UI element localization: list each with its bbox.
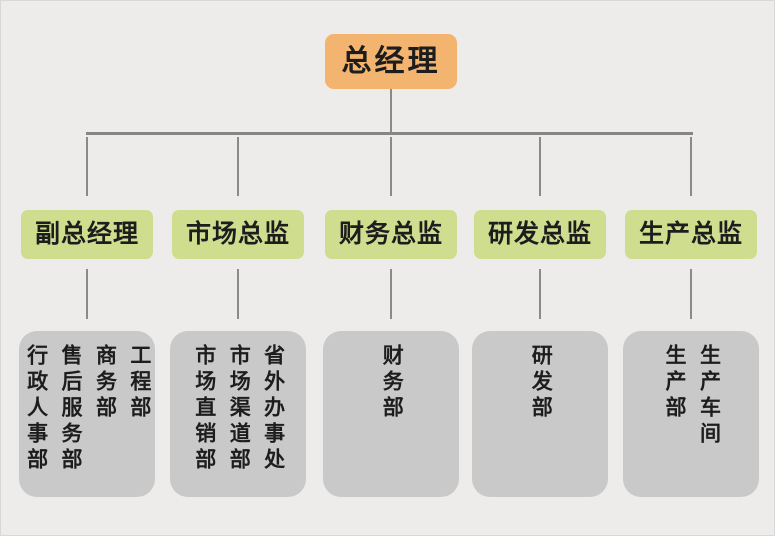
dept-item: 市场渠道部 [227, 344, 251, 474]
dept-item: 财务部 [380, 344, 404, 422]
dept-item: 生产车间 [697, 344, 721, 448]
manager-box-rnd-director: 研发总监 [474, 210, 606, 259]
dept-item: 生产部 [663, 344, 686, 422]
dept-list: 工程部 商务部 售后服务部 行政人事部 [20, 344, 154, 497]
connector-drop [539, 269, 541, 319]
manager-box-deputy-general-manager: 副总经理 [21, 210, 153, 259]
manager-box-finance-director: 财务总监 [325, 210, 457, 259]
dept-list: 省外办事处 市场渠道部 市场直销部 [188, 344, 287, 497]
connector-drop [390, 137, 392, 196]
dept-list: 财务部 [376, 344, 406, 497]
dept-item: 商务部 [93, 344, 117, 422]
manager-box-production-director: 生产总监 [625, 210, 757, 259]
connector-root-drop [390, 89, 392, 132]
connector-drop [237, 269, 239, 319]
connector-drop [86, 269, 88, 319]
branch-finance-director: 财务总监 财务部 [321, 134, 461, 498]
connector-drop [86, 137, 88, 196]
connector-horizontal-bar [86, 132, 693, 135]
dept-item: 市场直销部 [192, 344, 216, 474]
branch-production-director: 生产总监 生产车间 生产部 [621, 134, 761, 498]
branch-rnd-director: 研发总监 研发部 [470, 134, 610, 498]
branch-deputy-general-manager: 副总经理 工程部 商务部 售后服务部 行政人事部 [17, 134, 157, 498]
dept-box: 省外办事处 市场渠道部 市场直销部 [170, 331, 306, 497]
dept-box: 研发部 [472, 331, 608, 497]
root-node-general-manager: 总经理 [325, 34, 457, 89]
dept-box: 工程部 商务部 售后服务部 行政人事部 [19, 331, 155, 497]
manager-box-marketing-director: 市场总监 [172, 210, 304, 259]
dept-item: 行政人事部 [24, 344, 48, 474]
connector-drop [237, 137, 239, 196]
dept-list: 研发部 [525, 344, 555, 497]
dept-item: 省外办事处 [261, 344, 285, 474]
dept-item: 研发部 [529, 344, 553, 422]
dept-list: 生产车间 生产部 [659, 344, 724, 497]
dept-box: 财务部 [323, 331, 459, 497]
connector-drop [690, 137, 692, 196]
dept-item: 售后服务部 [59, 344, 82, 474]
branch-marketing-director: 市场总监 省外办事处 市场渠道部 市场直销部 [168, 134, 308, 498]
dept-box: 生产车间 生产部 [623, 331, 759, 497]
connector-drop [690, 269, 692, 319]
dept-item: 工程部 [127, 344, 151, 422]
connector-drop [539, 137, 541, 196]
connector-drop [390, 269, 392, 319]
